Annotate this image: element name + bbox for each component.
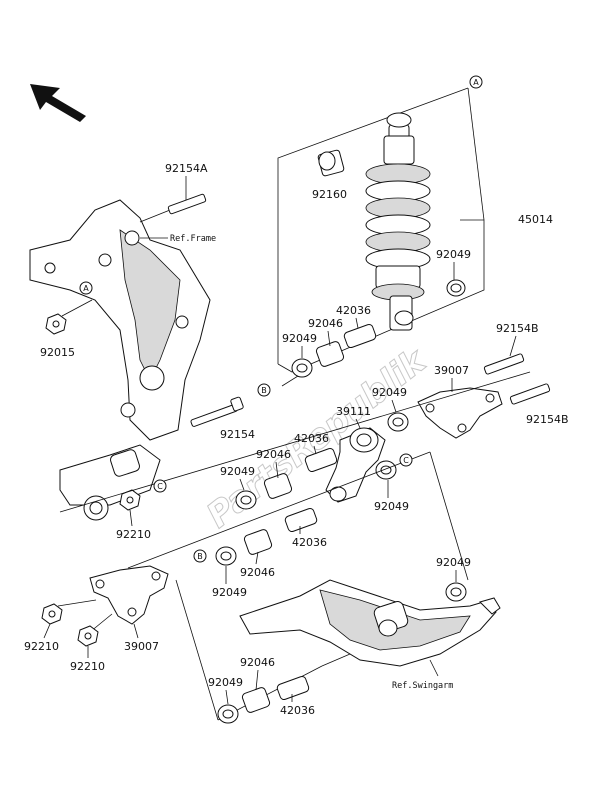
part-number-labels: 92154A 45014 92160 92049 42036 92046 920… [24, 162, 569, 717]
collar-92160 [317, 149, 345, 177]
callout-b-upper: B [257, 383, 271, 397]
label-42036-bot: 42036 [280, 704, 315, 717]
callout-c-link: C [399, 453, 413, 467]
seal-92049-r2 [375, 460, 397, 480]
label-92154a: 92154A [165, 162, 208, 175]
nut-92210-frame [119, 489, 141, 511]
svg-text:A: A [83, 284, 89, 293]
label-92049-b: 92049 [282, 332, 317, 345]
label-92154b-right: 92154B [526, 413, 569, 426]
rocker-arm-39111 [325, 427, 386, 503]
nut-92210-b [77, 625, 99, 647]
svg-text:C: C [157, 482, 163, 491]
label-92154b-top: 92154B [496, 322, 539, 335]
label-92049-swing: 92049 [436, 556, 471, 569]
callout-b-lower: B [193, 549, 207, 563]
label-42036-mid: 42036 [294, 432, 329, 445]
label-92160: 92160 [312, 188, 347, 201]
frame-reference [29, 199, 211, 521]
bolt-92154 [190, 396, 244, 427]
tie-rod-39007-right [417, 387, 503, 439]
label-92210-frame: 92210 [116, 528, 151, 541]
svg-text:B: B [261, 386, 267, 395]
label-42036-top: 42036 [336, 304, 371, 317]
callout-c-frame: C [153, 479, 167, 493]
seal-92049-shock [446, 279, 466, 297]
shock-absorber [365, 112, 431, 331]
sleeve-42036-mid [304, 447, 338, 473]
bolt-92154a [139, 193, 207, 223]
label-92049-shock: 92049 [436, 248, 471, 261]
label-92154: 92154 [220, 428, 255, 441]
callout-a-frame: A [79, 281, 93, 295]
seal-92049-mid [235, 490, 257, 510]
nut-92015 [45, 299, 93, 335]
label-39007-left: 39007 [124, 640, 159, 653]
label-39111: 39111 [336, 405, 371, 418]
label-92049-r2: 92049 [374, 500, 409, 513]
label-92049-low: 92049 [212, 586, 247, 599]
ref-frame-label: Ref.Frame [170, 234, 216, 244]
ref-swingarm-label: Ref.Swingarm [392, 681, 453, 691]
label-92046-top: 92046 [308, 317, 343, 330]
front-direction-arrow-icon [30, 84, 86, 122]
bolt-92154b-top [483, 353, 525, 375]
tie-rod-39007-left [89, 565, 169, 625]
label-92210-a: 92210 [24, 640, 59, 653]
seal-92049-r1 [387, 412, 409, 432]
bolt-92154b-right [509, 383, 551, 405]
seal-92049-bot [217, 704, 239, 724]
label-92210-b: 92210 [70, 660, 105, 673]
callout-a-top: A [469, 75, 483, 89]
svg-text:B: B [197, 552, 203, 561]
bearing-92046-low [243, 529, 273, 555]
seal-92049-swing [445, 582, 467, 602]
label-92046-mid: 92046 [256, 448, 291, 461]
bearing-92046-top [315, 341, 345, 367]
label-92046-bot: 92046 [240, 656, 275, 669]
label-92015: 92015 [40, 346, 75, 359]
seal-92049-low [215, 546, 237, 566]
swingarm-reference [239, 579, 501, 667]
label-45014: 45014 [518, 213, 553, 226]
label-92049-r1: 92049 [372, 386, 407, 399]
shock-absorber-group [277, 87, 485, 387]
sleeve-42036-top [343, 323, 377, 349]
label-39007-right: 39007 [434, 364, 469, 377]
bearing-92046-bot [241, 687, 271, 713]
label-42036-low: 42036 [292, 536, 327, 549]
label-92049-bot: 92049 [208, 676, 243, 689]
seal-92049-b [291, 358, 313, 378]
sleeve-42036-low [284, 507, 318, 533]
label-92046-low: 92046 [240, 566, 275, 579]
sleeve-42036-bot [276, 675, 310, 701]
svg-text:A: A [473, 78, 479, 87]
svg-text:C: C [403, 456, 409, 465]
label-92049-mid: 92049 [220, 465, 255, 478]
bearing-92046-mid [263, 473, 293, 499]
nut-92210-a [41, 603, 63, 625]
